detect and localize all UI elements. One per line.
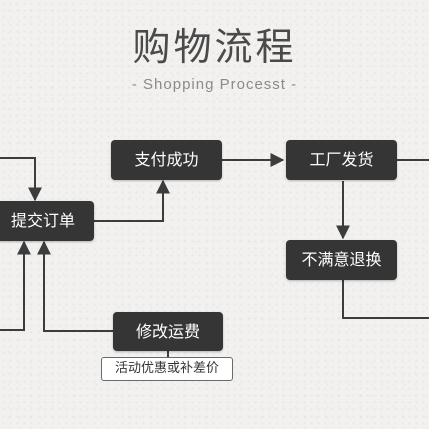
- page-subtitle: - Shopping Processt -: [131, 76, 298, 93]
- node-modify-shipping[interactable]: 修改运费: [113, 312, 223, 351]
- discount-note: 活动优惠或补差价: [101, 357, 233, 381]
- node-factory-shipping[interactable]: 工厂发货: [286, 140, 397, 180]
- connector-submit-to-payment: [94, 179, 170, 222]
- node-factory-shipping-label: 工厂发货: [309, 150, 374, 169]
- connector-left-bottom-to-submit: [0, 240, 31, 331]
- node-modify-shipping-label: 修改运费: [135, 322, 200, 341]
- connector-left-top-to-submit: [0, 157, 42, 202]
- node-payment-success[interactable]: 支付成功: [111, 140, 222, 180]
- connector-modify-to-submit: [37, 240, 113, 332]
- discount-note-label: 活动优惠或补差价: [114, 361, 219, 376]
- node-payment-success-label: 支付成功: [134, 150, 199, 169]
- node-unsatisfied-return[interactable]: 不满意退换: [286, 240, 397, 280]
- node-unsatisfied-return-label: 不满意退换: [301, 250, 382, 269]
- node-submit-order[interactable]: 提交订单: [0, 201, 94, 241]
- connector-return-right: [342, 280, 429, 319]
- node-submit-order-label: 提交订单: [10, 211, 75, 230]
- page-title: 购物流程: [132, 25, 297, 69]
